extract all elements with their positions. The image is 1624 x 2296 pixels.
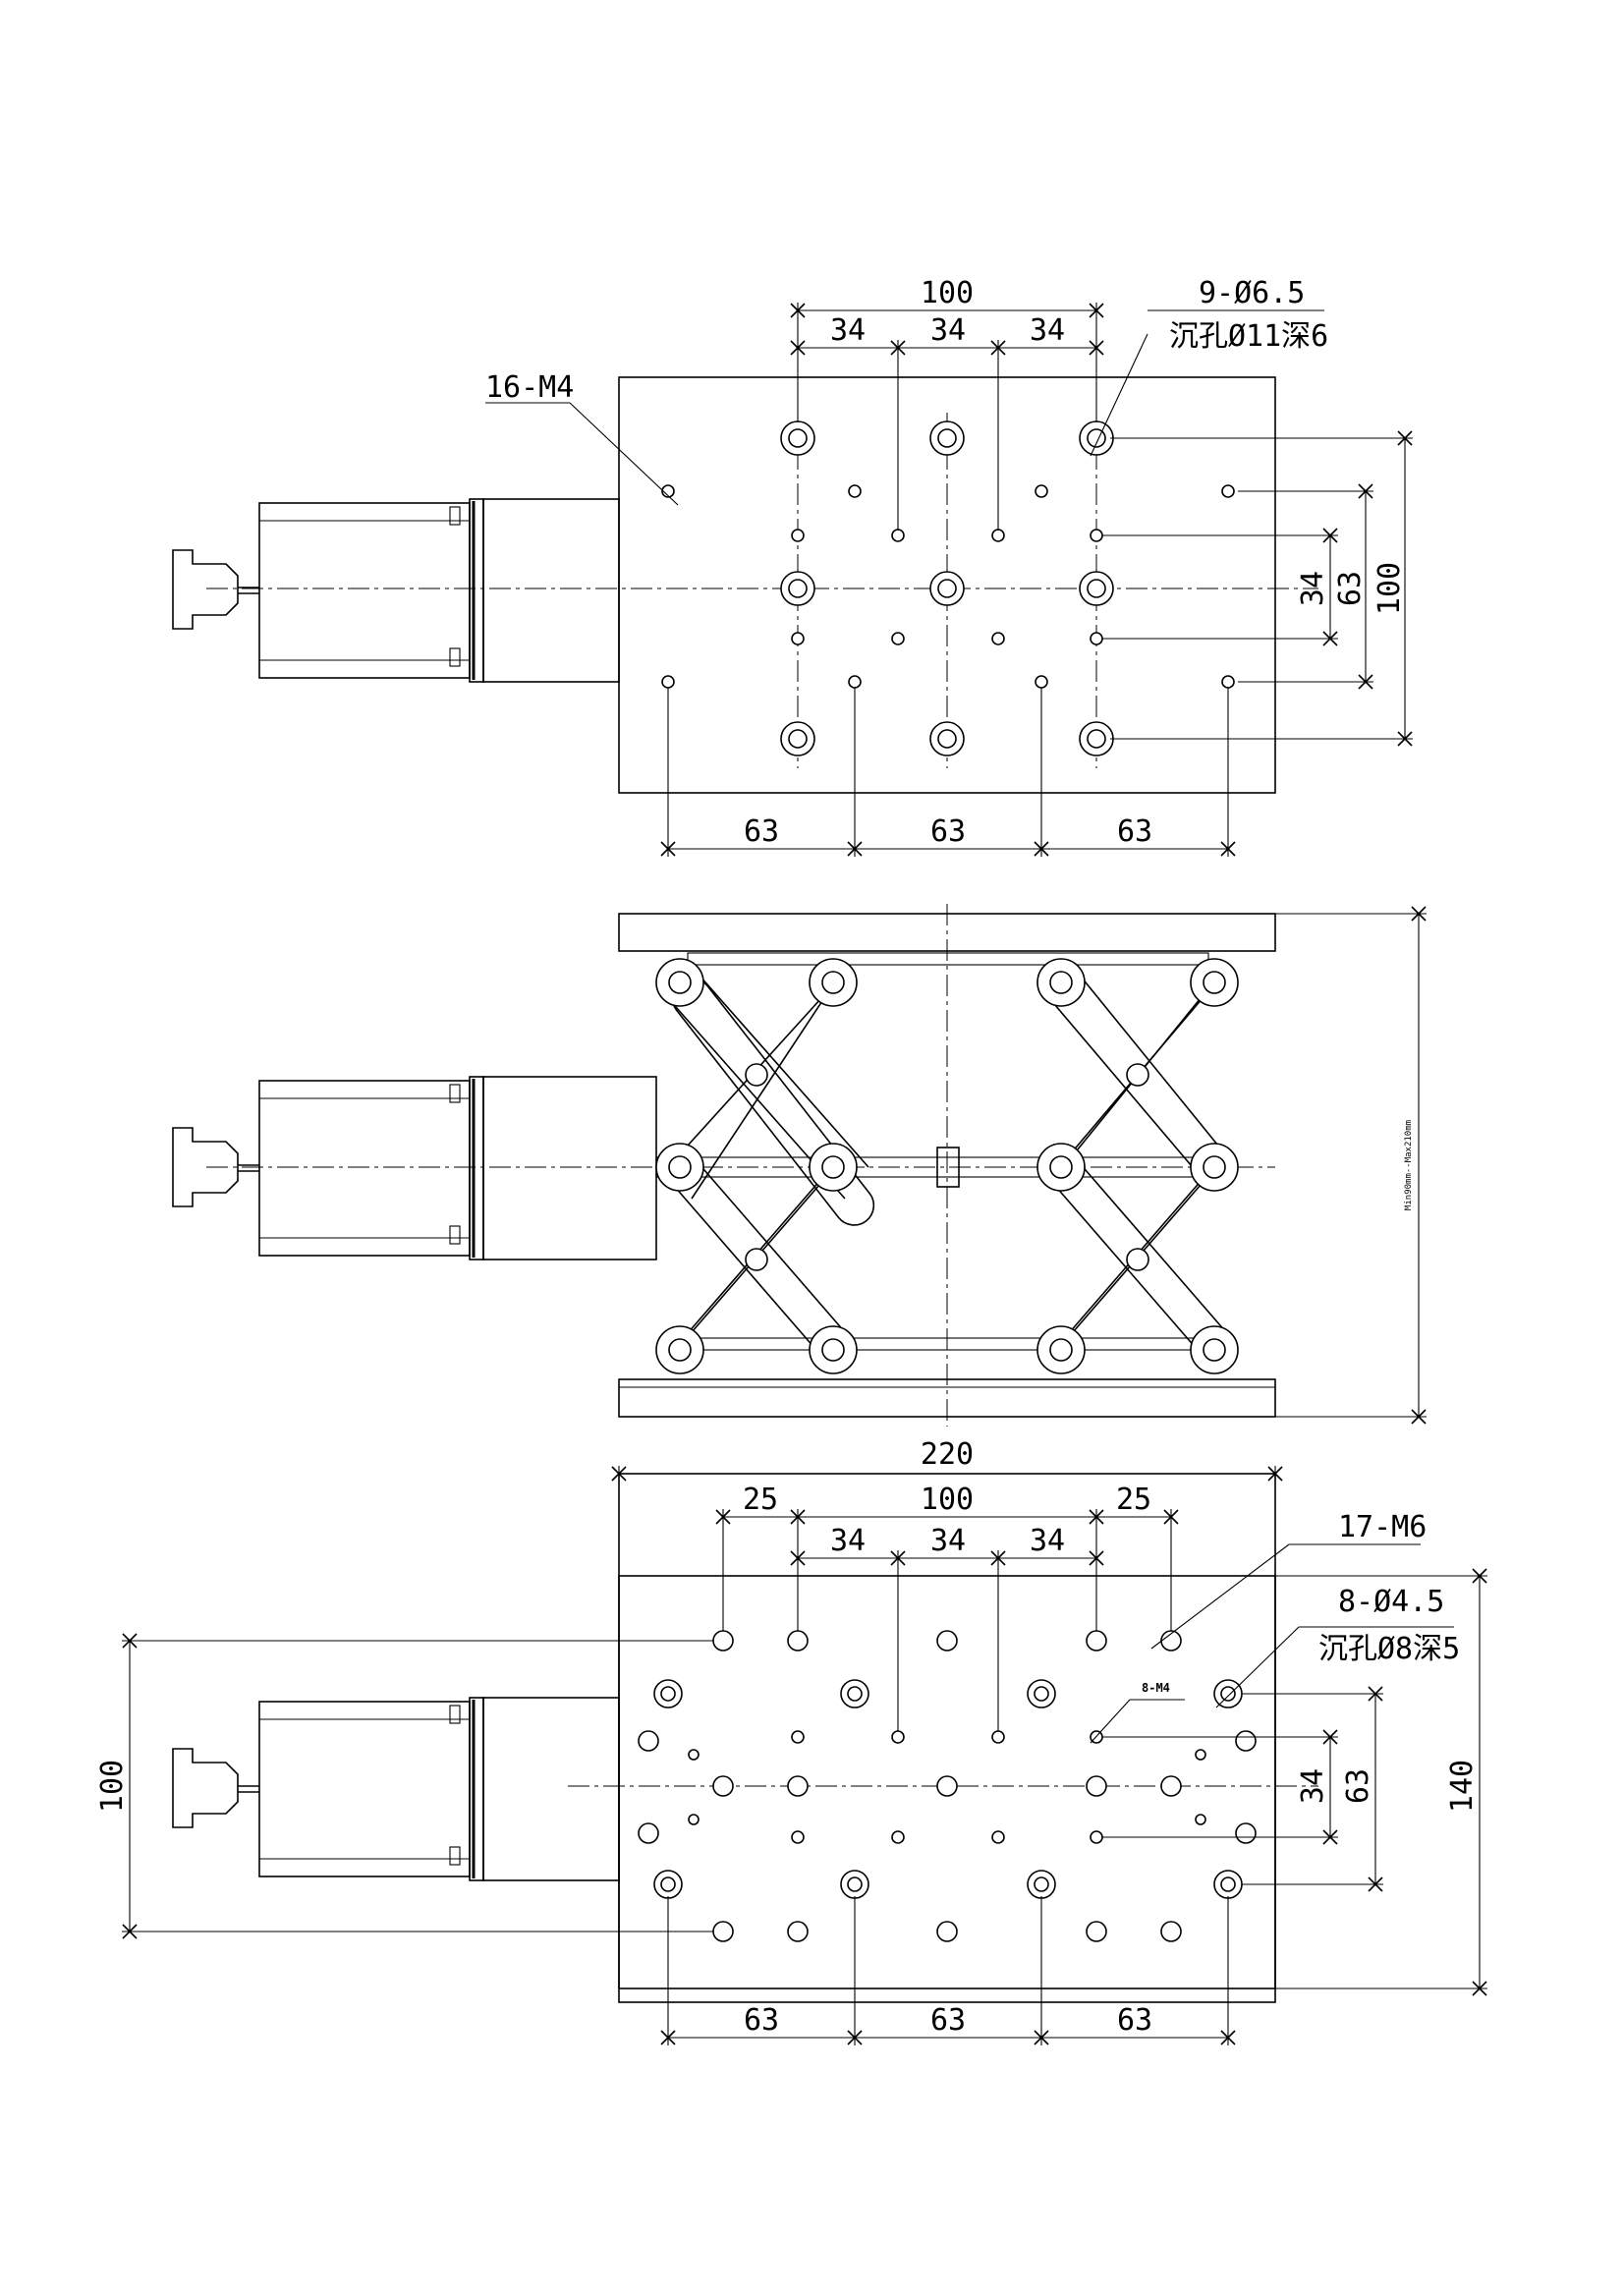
bottom-dim-right-63: 63 [1341,1768,1375,1804]
scissor-links [667,966,1227,1357]
bottom-dim-34-a: 34 [830,1524,866,1558]
bottom-dim-25-left: 25 [743,1483,778,1517]
bottom-label-counterbore: 沉孔Ø8深5 [1318,1632,1460,1666]
top-view: 100 34 34 34 16-M4 9-Ø6.5 沉孔Ø11深6 34 63 … [172,276,1413,857]
top-dim-34-c: 34 [1030,313,1065,348]
bottom-label-17-m6: 17-M6 [1338,1510,1427,1544]
bottom-label-8-d45: 8-Ø4.5 [1338,1585,1444,1619]
bottom-dim-right-140: 140 [1445,1760,1480,1813]
bottom-dim-25-right: 25 [1116,1483,1151,1517]
bottom-label-8-m4: 8-M4 [1142,1681,1170,1695]
top-dim-bottom-63-b: 63 [930,814,966,849]
bottom-dim-34-c: 34 [1030,1524,1065,1558]
top-dim-34-a: 34 [830,313,866,348]
top-plate [618,376,1276,794]
bottom-view: 220 25 100 25 34 34 34 17-M6 8-Ø4.5 沉孔Ø8… [95,1437,1487,2045]
bottom-dim-left-100: 100 [95,1760,130,1813]
bottom-holes [638,1630,1257,1942]
bottom-plate-inner [618,1575,1276,1989]
bottom-dim-right-34: 34 [1296,1768,1330,1804]
top-label-16-m4: 16-M4 [485,370,574,405]
top-dim-bottom-63-c: 63 [1117,814,1152,849]
side-label-stroke: Min90mm--Max210mm [1404,1120,1414,1210]
bottom-dim-bottom-63-b: 63 [930,2003,966,2038]
top-label-counterbore: 沉孔Ø11深6 [1169,319,1328,354]
top-dim-bottom-63-a: 63 [744,814,779,849]
top-dim-100: 100 [921,276,974,310]
side-view: Min90mm--Max210mm [172,904,1427,1427]
bottom-motor [172,1697,620,1881]
top-counterbores [780,420,1114,756]
pivots [655,958,1239,1374]
top-dim-right-63: 63 [1333,571,1368,606]
side-motor [172,1076,657,1260]
top-dim-right-100: 100 [1372,562,1407,615]
top-motor [172,498,620,683]
bottom-dim-100: 100 [921,1483,974,1517]
top-m4-holes [661,484,1235,689]
bottom-dim-220: 220 [921,1437,974,1472]
top-dim-right-34: 34 [1296,571,1330,606]
top-label-9-d65: 9-Ø6.5 [1199,276,1305,310]
top-dim-34-b: 34 [930,313,966,348]
bottom-dim-34-b: 34 [930,1524,966,1558]
bottom-dim-bottom-63-a: 63 [744,2003,779,2038]
bottom-dim-bottom-63-c: 63 [1117,2003,1152,2038]
